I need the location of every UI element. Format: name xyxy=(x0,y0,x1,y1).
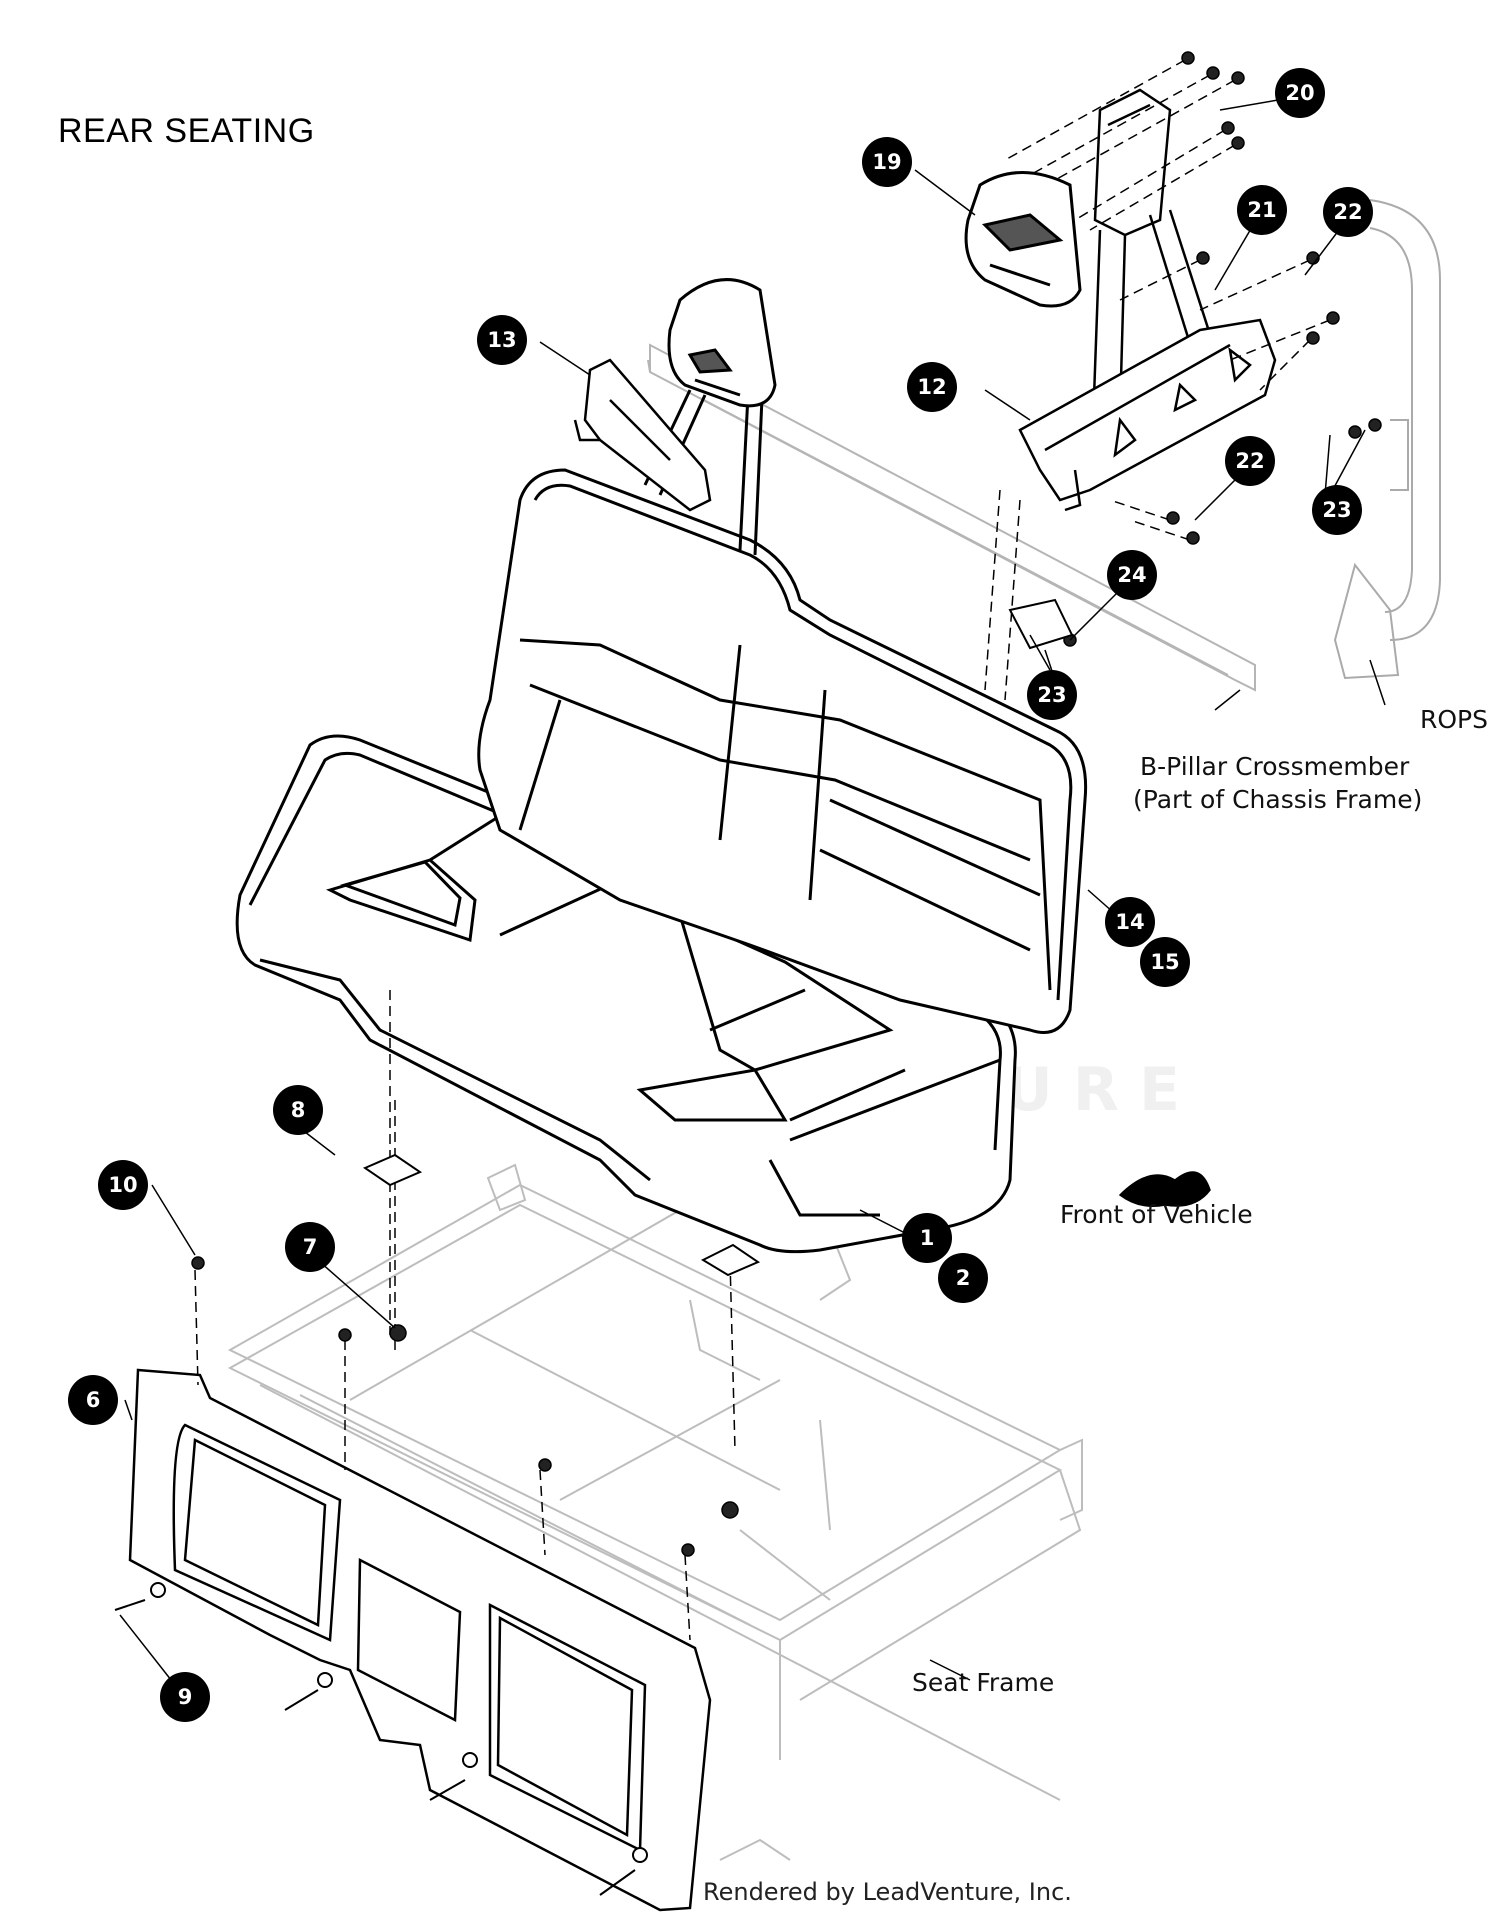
rear-headrest-19 xyxy=(964,171,1082,308)
back-panel-screws xyxy=(114,1582,648,1896)
callout-22-upper: 22 xyxy=(1323,187,1373,237)
rops-bar xyxy=(1333,199,1441,680)
b-pillar-crossmember xyxy=(647,343,1256,692)
label-rops: ROPS xyxy=(1420,705,1488,734)
callout-22-lower: 22 xyxy=(1225,436,1275,486)
label-front-of-vehicle: Front of Vehicle xyxy=(1060,1200,1253,1229)
callout-7: 7 xyxy=(285,1222,335,1272)
fastener-leaders xyxy=(194,59,1331,1641)
callout-14: 14 xyxy=(1105,897,1155,947)
diagram-title: REAR SEATING xyxy=(58,112,315,150)
front-of-vehicle-arrow xyxy=(1118,1171,1211,1207)
render-credit: Rendered by LeadVenture, Inc. xyxy=(703,1878,1072,1906)
callout-23-lower: 23 xyxy=(1027,670,1077,720)
headrest-left xyxy=(643,278,777,556)
callout-2: 2 xyxy=(938,1253,988,1303)
callout-13: 13 xyxy=(477,315,527,365)
callout-1: 1 xyxy=(902,1213,952,1263)
label-b-pillar-line1: B-Pillar Crossmember xyxy=(1140,752,1410,781)
callout-23-right: 23 xyxy=(1312,485,1362,535)
callout-10: 10 xyxy=(98,1160,148,1210)
headrest-bracket-assembly xyxy=(1018,88,1277,512)
callout-19: 19 xyxy=(862,137,912,187)
seat-back-bracket xyxy=(573,358,712,512)
callout-15: 15 xyxy=(1140,937,1190,987)
seat-back xyxy=(477,468,1088,1034)
callout-6: 6 xyxy=(68,1375,118,1425)
seat-frame xyxy=(227,1163,1083,1861)
callout-20: 20 xyxy=(1275,68,1325,118)
callout-9: 9 xyxy=(160,1672,210,1722)
callout-21: 21 xyxy=(1237,185,1287,235)
label-b-pillar-line2: (Part of Chassis Frame) xyxy=(1133,785,1423,814)
callout-12: 12 xyxy=(907,362,957,412)
label-seat-frame: Seat Frame xyxy=(912,1668,1055,1697)
retaining-plates xyxy=(362,1153,761,1277)
callout-24: 24 xyxy=(1107,550,1157,600)
callout-8: 8 xyxy=(273,1085,323,1135)
pillar-bracket-plate xyxy=(1008,598,1074,650)
back-panel xyxy=(128,1368,712,1912)
